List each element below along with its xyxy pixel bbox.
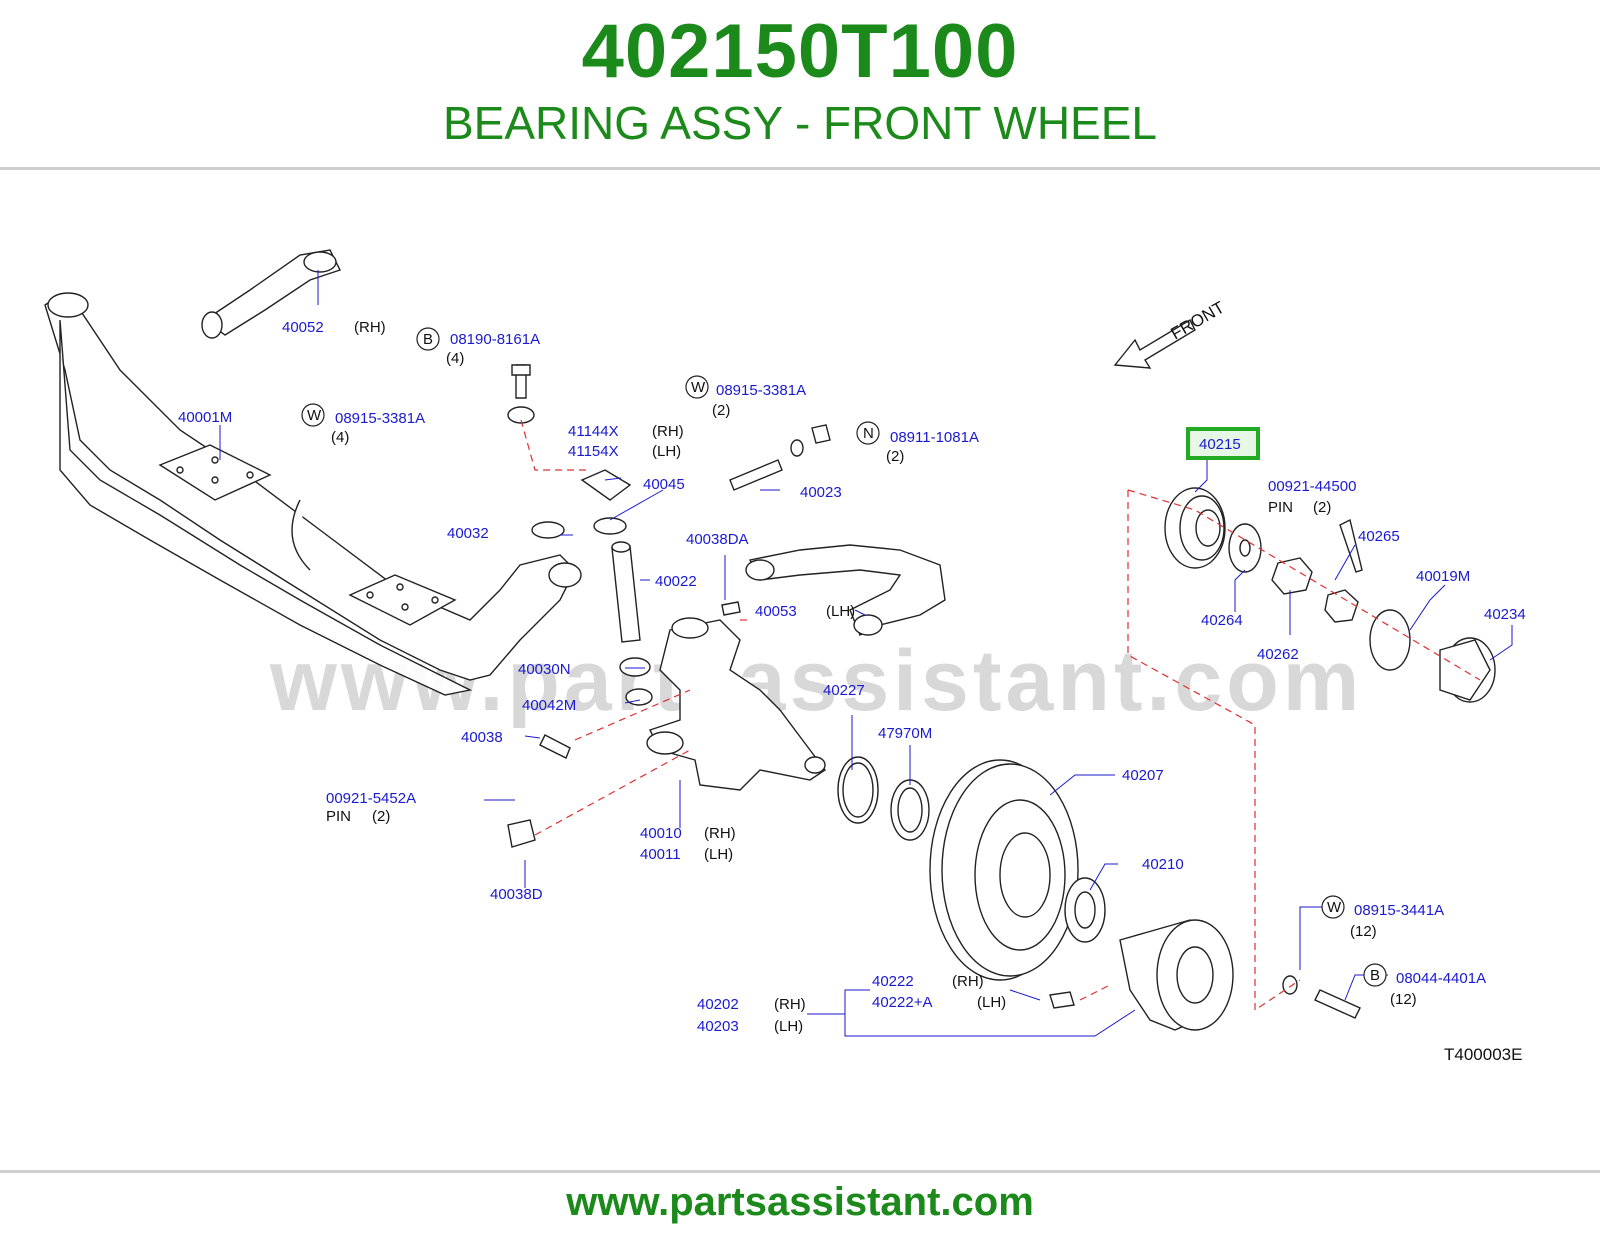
callout-00921-44500-sub: PIN	[1268, 499, 1293, 516]
callout-08915-3441A[interactable]: 08915-3441A	[1354, 902, 1444, 919]
badge-w-icon	[301, 403, 325, 427]
callout-40052[interactable]: 40052	[282, 319, 324, 336]
badge-letter: W	[1327, 899, 1342, 916]
badge-n-icon	[856, 421, 880, 445]
callout-08044-4401A[interactable]: 08044-4401A	[1396, 970, 1486, 987]
badge-b-icon	[1363, 963, 1387, 987]
seals-drawing	[837, 756, 930, 841]
small-parts-drawing	[507, 364, 831, 848]
axle-beam-drawing	[44, 292, 582, 696]
badge-letter: W	[307, 407, 322, 424]
badge-w-icon	[1321, 895, 1345, 919]
callout-41144X-note: (RH)	[652, 423, 684, 440]
callout-40011[interactable]: 40011	[640, 846, 681, 863]
callout-41154X[interactable]: 41154X	[568, 443, 619, 460]
footer-link[interactable]: www.partsassistant.com	[566, 1180, 1034, 1224]
callout-00921-5452A[interactable]: 00921-5452A	[326, 790, 416, 807]
callout-40053[interactable]: 40053	[755, 603, 797, 620]
callout-41144X[interactable]: 41144X	[568, 423, 619, 440]
callout-40023[interactable]: 40023	[800, 484, 842, 501]
steering-arm-rh-drawing	[201, 249, 341, 339]
callout-08911-1081A-note: (2)	[886, 448, 904, 465]
front-label: FRONT	[1168, 298, 1228, 344]
callout-08915-3441A-note: (12)	[1350, 923, 1377, 940]
callout-40053-note: (LH)	[826, 603, 855, 620]
callout-47970M[interactable]: 47970M	[878, 725, 932, 742]
callout-40032[interactable]: 40032	[447, 525, 489, 542]
callout-40042M[interactable]: 40042M	[522, 697, 576, 714]
callout-40222-note: (RH)	[952, 973, 984, 990]
callout-40038[interactable]: 40038	[461, 729, 503, 746]
callout-40038D[interactable]: 40038D	[490, 886, 543, 903]
callout-40010-note: (RH)	[704, 825, 736, 842]
callout-40022[interactable]: 40022	[655, 573, 697, 590]
callout-40203[interactable]: 40203	[697, 1018, 739, 1035]
callout-08190-8161A[interactable]: 08190-8161A	[450, 331, 540, 348]
callout-40202[interactable]: 40202	[697, 996, 739, 1013]
badge-letter: N	[863, 425, 874, 442]
badge-w-icon	[685, 375, 709, 399]
callout-40038DA[interactable]: 40038DA	[686, 531, 749, 548]
badge-letter: B	[1370, 967, 1380, 984]
callout-40227[interactable]: 40227	[823, 682, 865, 699]
callout-40052-note: (RH)	[354, 319, 386, 336]
callout-40207[interactable]: 40207	[1122, 767, 1164, 784]
header-divider	[0, 167, 1600, 170]
badge-b-icon	[416, 327, 440, 351]
callout-08911-1081A[interactable]: 08911-1081A	[890, 429, 979, 446]
badge-letter: B	[423, 331, 433, 348]
callout-40001M[interactable]: 40001M	[178, 409, 232, 426]
callout-40045[interactable]: 40045	[643, 476, 685, 493]
callout-40234[interactable]: 40234	[1484, 606, 1526, 623]
callout-08915-3381A-a[interactable]: 08915-3381A	[335, 410, 425, 427]
highlight-box	[1186, 427, 1260, 460]
knuckle-drawing	[646, 617, 827, 791]
callout-40210[interactable]: 40210	[1142, 856, 1184, 873]
callout-00921-5452A-note: (2)	[372, 808, 390, 825]
callout-labels: 40052 (RH) B 08190-8161A (4) 40001M W 08…	[178, 319, 1526, 1064]
footer-divider	[0, 1170, 1600, 1173]
callout-40019M[interactable]: 40019M	[1416, 568, 1470, 585]
brake-disc-drawing	[929, 759, 1079, 981]
callout-40202-note: (RH)	[774, 996, 806, 1013]
callout-41154X-note: (LH)	[652, 443, 681, 460]
front-arrow: FRONT	[1113, 298, 1228, 369]
callout-40265[interactable]: 40265	[1358, 528, 1400, 545]
callout-08190-8161A-note: (4)	[446, 350, 464, 367]
callout-40011-note: (LH)	[704, 846, 733, 863]
callout-40262[interactable]: 40262	[1257, 646, 1299, 663]
callout-40222A[interactable]: 40222+A	[872, 994, 932, 1011]
hub-drawing	[1049, 877, 1234, 1031]
callout-40010[interactable]: 40010	[640, 825, 682, 842]
callout-00921-5452A-sub: PIN	[326, 808, 351, 825]
callout-40264[interactable]: 40264	[1201, 612, 1243, 629]
callout-08915-3381A-b-note: (2)	[712, 402, 730, 419]
badge-letter: W	[691, 379, 706, 396]
diagram-code: T400003E	[1444, 1045, 1522, 1064]
parts-diagram: www.partsassistant.com	[44, 249, 1526, 1064]
callout-40215[interactable]: 40215	[1199, 436, 1241, 453]
assembly-dashed-lines	[520, 419, 1481, 1012]
callout-40222A-note: (LH)	[977, 994, 1006, 1011]
callout-08915-3381A-b[interactable]: 08915-3381A	[716, 382, 806, 399]
page-subtitle: BEARING ASSY - FRONT WHEEL	[442, 97, 1157, 149]
callout-40222[interactable]: 40222	[872, 973, 914, 990]
callout-08915-3381A-a-note: (4)	[331, 429, 349, 446]
callout-00921-44500[interactable]: 00921-44500	[1268, 478, 1356, 495]
callout-leaders	[219, 270, 1513, 1037]
callout-40203-note: (LH)	[774, 1018, 803, 1035]
bearing-assembly-drawing	[1164, 487, 1496, 1019]
callout-00921-44500-note: (2)	[1313, 499, 1331, 516]
steering-arm-lh-drawing	[745, 544, 946, 636]
page-title: 402150T100	[581, 9, 1019, 94]
callout-08044-4401A-note: (12)	[1390, 991, 1417, 1008]
callout-40030N[interactable]: 40030N	[518, 661, 571, 678]
